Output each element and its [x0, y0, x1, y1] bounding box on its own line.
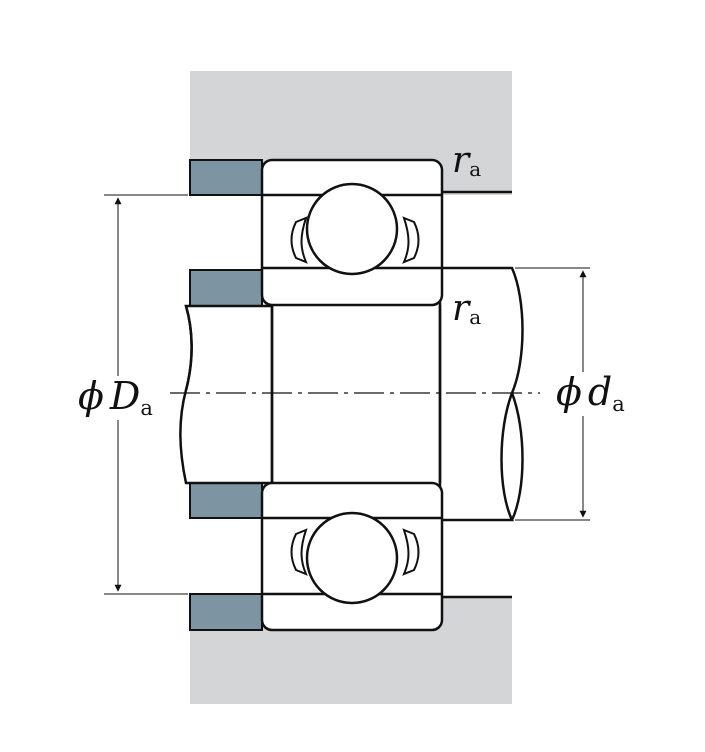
cage-left-lower	[290, 528, 308, 576]
ball-upper	[305, 182, 399, 276]
shaft-left-break	[184, 305, 193, 391]
label-ra-lower: ra	[452, 288, 481, 329]
label-da-bg	[552, 372, 626, 416]
shaft-right-break	[510, 392, 524, 521]
housing-bore-lines	[440, 190, 512, 599]
bearing-bore	[270, 305, 442, 483]
label-ra-upper: ra	[452, 140, 481, 181]
shaft-shoulder-bottom	[189, 482, 263, 519]
bearing-lower	[260, 481, 444, 632]
ball-lower	[305, 511, 399, 605]
shaft-body	[179, 304, 274, 485]
shaft	[179, 266, 524, 522]
housing-shoulder-bottom	[189, 593, 263, 631]
cage-right-upper	[402, 216, 420, 264]
cage-right-lower	[402, 528, 420, 576]
bearing-upper	[260, 158, 444, 307]
cage-left-upper	[290, 216, 308, 264]
housing-shoulder-top	[189, 159, 263, 196]
shaft-shoulder-top	[189, 269, 263, 307]
label-Da-bg	[74, 376, 162, 420]
